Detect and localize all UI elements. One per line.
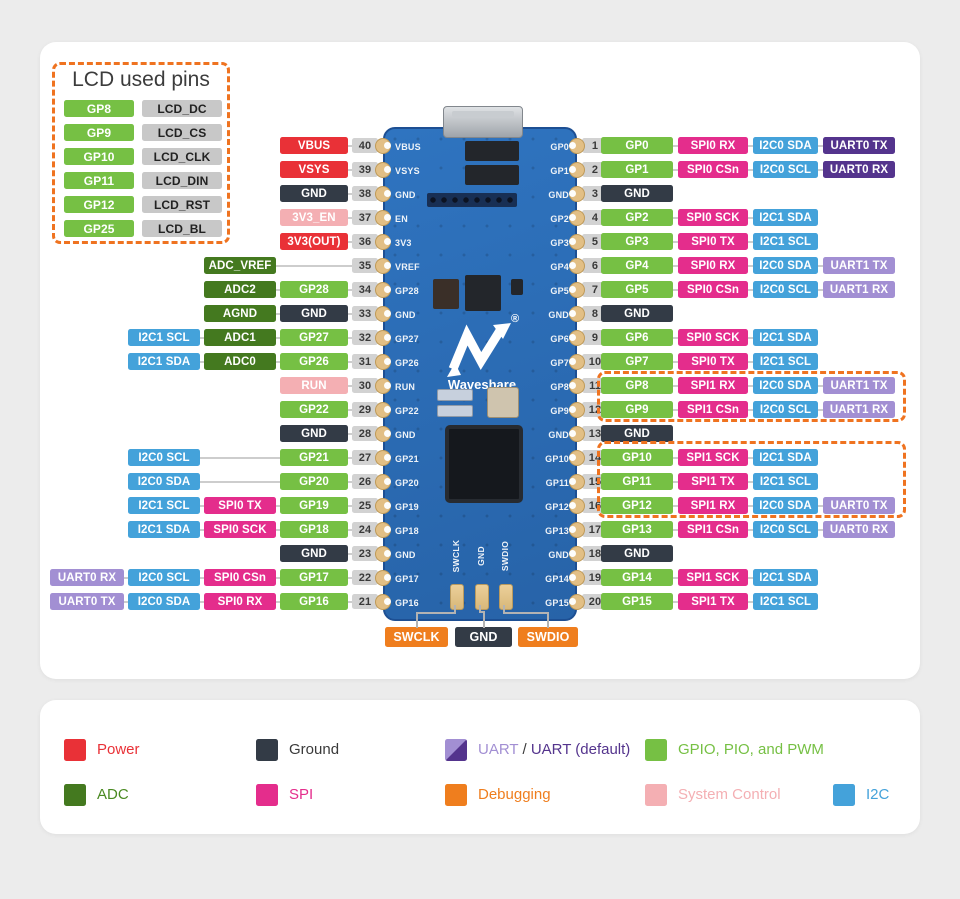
- silk-label-right: GP3: [550, 238, 569, 248]
- highlight-box-gp10-gp12: [597, 441, 906, 518]
- debug-pad-label: SWCLK: [451, 539, 461, 573]
- silk-label-left: RUN: [395, 382, 416, 392]
- silk-label-left: GND: [395, 190, 416, 200]
- silk-label-right: GP9: [550, 406, 569, 416]
- waveshare-logo-icon: [447, 323, 511, 377]
- silk-label-left: VBUS: [395, 142, 421, 152]
- header-pads: [427, 193, 517, 207]
- silk-label-left: GND: [395, 550, 416, 560]
- debug-pad: [475, 584, 489, 610]
- debug-pad-label: SWDIO: [500, 540, 510, 572]
- silk-label-left: GP27: [395, 334, 419, 344]
- silk-label-left: GP26: [395, 358, 419, 368]
- silk-label-right: GP6: [550, 334, 569, 344]
- silk-label-right: GP4: [550, 262, 569, 272]
- silk-label-right: GND: [548, 430, 569, 440]
- silk-label-left: GP19: [395, 502, 419, 512]
- rp2040-chip: [445, 425, 523, 503]
- silk-label-right: GP14: [545, 574, 569, 584]
- silk-label-left: VREF: [395, 262, 420, 272]
- lcd-used-pins-box: [52, 62, 230, 244]
- silk-label-right: GP7: [550, 358, 569, 368]
- silk-label-right: GP11: [545, 478, 569, 488]
- silk-label-right: GP5: [550, 286, 569, 296]
- component-chip: [465, 141, 519, 161]
- registered-mark: ®: [511, 313, 520, 325]
- debug-connector-lines: [416, 605, 549, 628]
- silk-label-right: GP0: [550, 142, 569, 152]
- component-cap: [437, 389, 473, 401]
- component-chip: [511, 279, 523, 295]
- debug-pad-label: GND: [476, 546, 486, 566]
- silk-label-right: GND: [548, 190, 569, 200]
- silk-label-left: GP22: [395, 406, 419, 416]
- silk-label-right: GP10: [545, 454, 569, 464]
- silk-label-left: GP16: [395, 598, 419, 608]
- silk-label-right: GND: [548, 550, 569, 560]
- silk-label-left: VSYS: [395, 166, 420, 176]
- silk-label-right: GP13: [545, 526, 569, 536]
- silk-label-left: GND: [395, 310, 416, 320]
- silk-label-left: EN: [395, 214, 408, 224]
- highlight-box-gp8-gp9: [597, 371, 906, 422]
- silk-label-right: GP2: [550, 214, 569, 224]
- silk-label-right: GP12: [545, 502, 569, 512]
- silk-label-right: GP8: [550, 382, 569, 392]
- silk-label-left: GND: [395, 430, 416, 440]
- debug-pad: [450, 584, 464, 610]
- silk-label-left: GP28: [395, 286, 419, 296]
- silk-label-left: 3V3: [395, 238, 412, 248]
- component-cap: [437, 405, 473, 417]
- silk-label-right: GP1: [550, 166, 569, 176]
- silk-label-right: GP15: [545, 598, 569, 608]
- lcd-box-title: LCD used pins: [72, 68, 210, 91]
- component-chip: [433, 279, 459, 309]
- component-chip: [465, 165, 519, 185]
- crystal-oscillator: [487, 387, 519, 418]
- silk-label-left: GP17: [395, 574, 419, 584]
- flash-chip: [465, 275, 501, 311]
- silk-label-left: GP18: [395, 526, 419, 536]
- silk-label-right: GND: [548, 310, 569, 320]
- silk-label-left: GP21: [395, 454, 419, 464]
- legend-card: [40, 700, 920, 834]
- silk-label-left: GP20: [395, 478, 419, 488]
- usb-connector-icon: [443, 106, 523, 138]
- debug-pad: [499, 584, 513, 610]
